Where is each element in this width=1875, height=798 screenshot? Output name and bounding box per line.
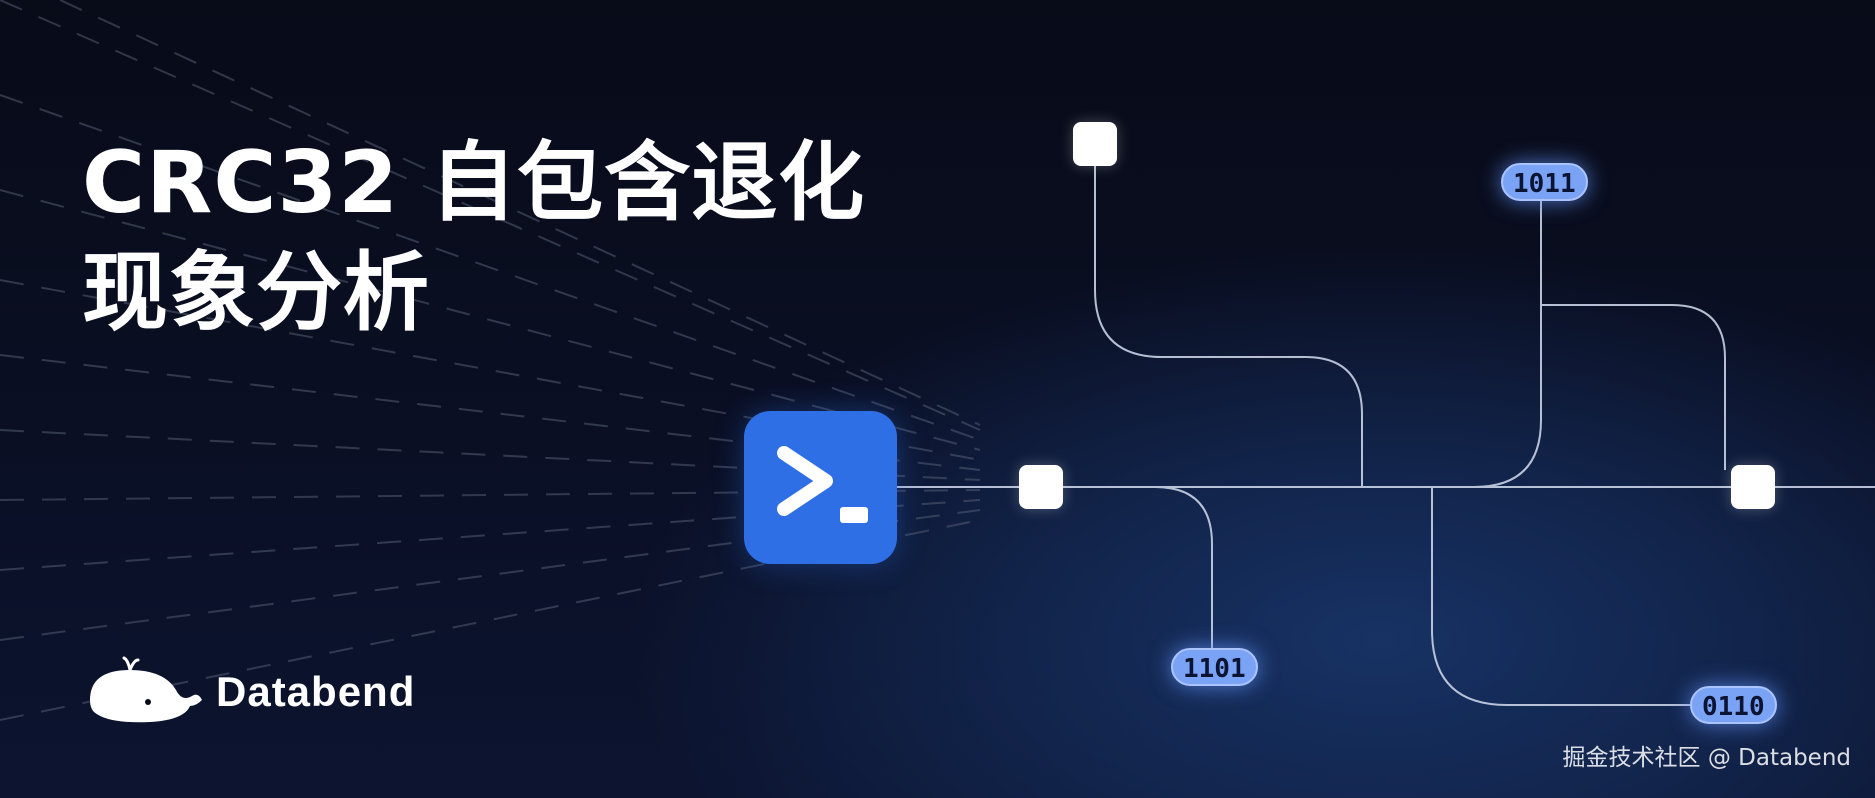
watermark: 掘金技术社区 @ Databend [1562, 745, 1851, 771]
circuit-node [1731, 465, 1775, 509]
binary-badge-1101: 1101 [1171, 648, 1258, 686]
binary-badge-1011: 1011 [1501, 163, 1588, 201]
terminal-tile [744, 411, 897, 564]
brand-name: Databend [216, 668, 416, 715]
circuit-node [1019, 465, 1063, 509]
title-line-2: 现象分析 [82, 243, 430, 343]
title-line-1: CRC32 自包含退化 [82, 133, 866, 233]
page-title: CRC32 自包含退化 现象分析 [82, 128, 865, 348]
binary-badge-0110: 0110 [1690, 686, 1777, 724]
whale-logo-icon [90, 656, 202, 723]
terminal-prompt-icon [777, 446, 868, 523]
circuit-node [1073, 122, 1117, 166]
